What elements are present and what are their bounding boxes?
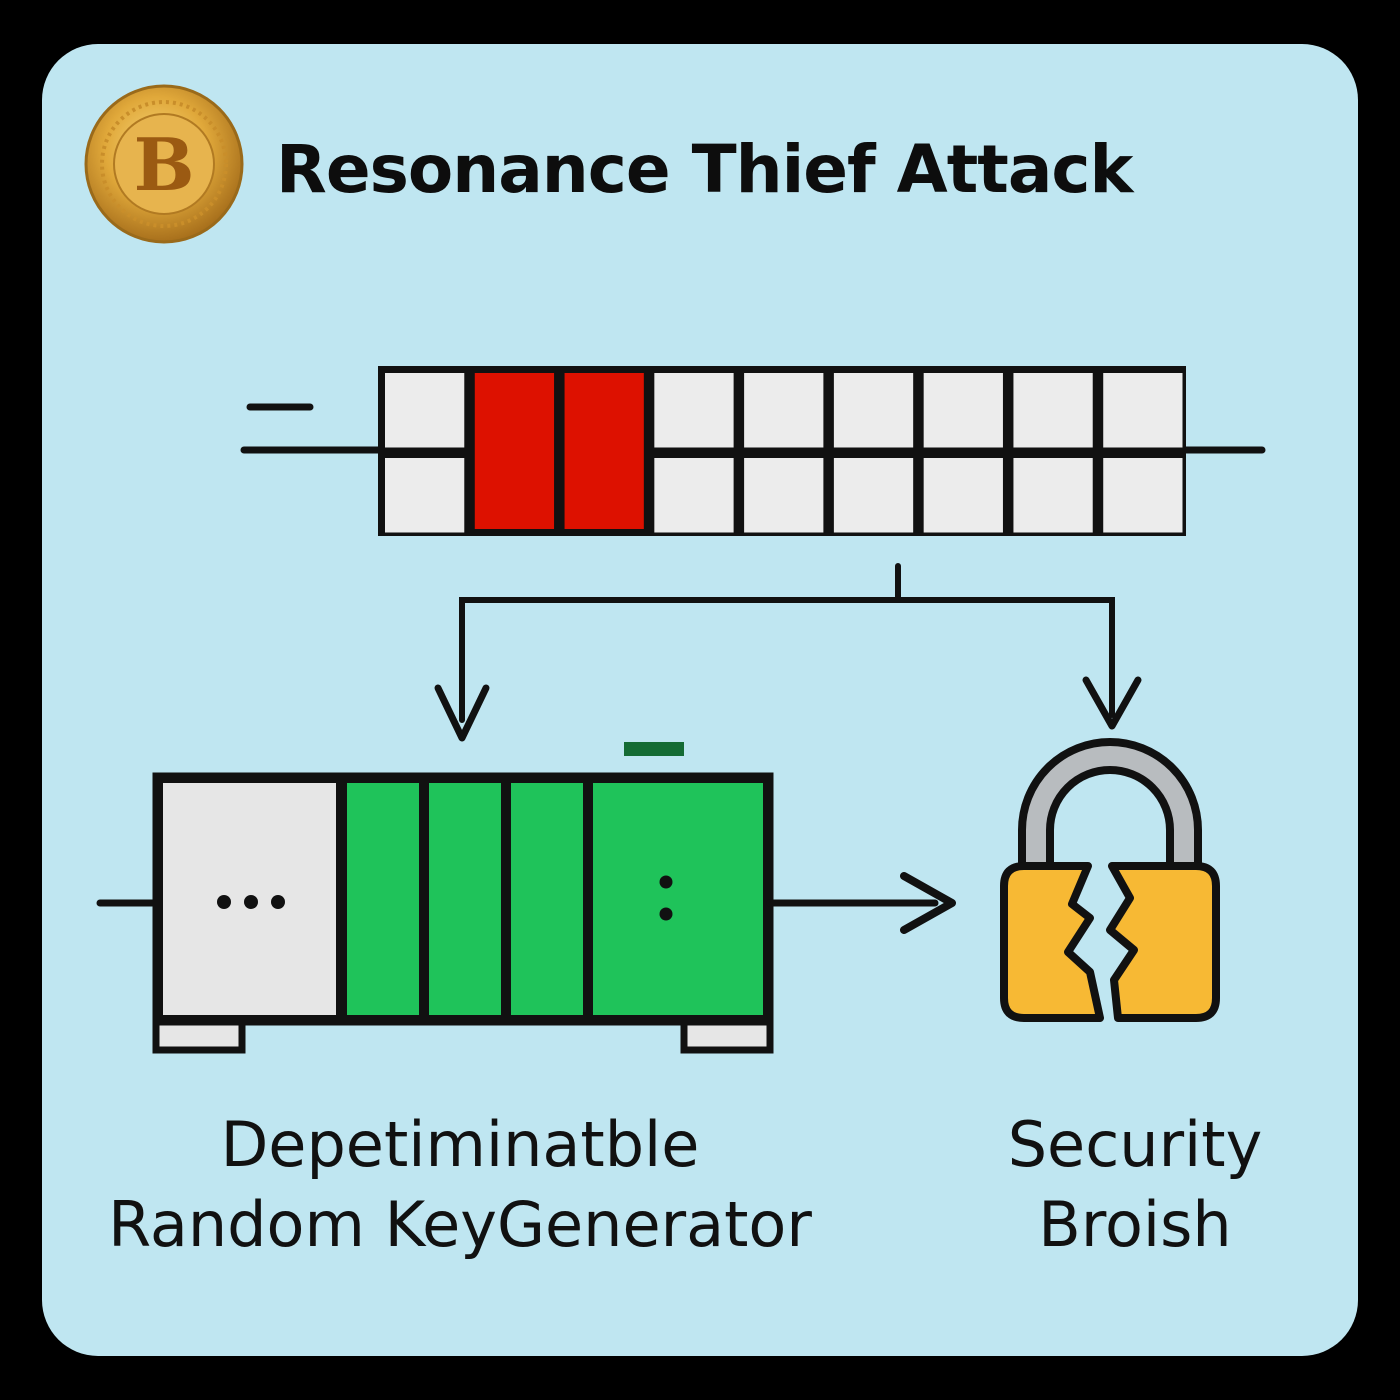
key-array: [378, 366, 1186, 536]
key-cell: [833, 458, 914, 533]
key-cell: [385, 458, 465, 533]
ellipsis-icon: [217, 895, 285, 909]
page-title: Resonance Thief Attack: [276, 131, 1133, 208]
lock-body-right-half: [1106, 862, 1220, 1022]
security-caption: Security Broish: [975, 1105, 1295, 1265]
key-cell-highlighted: [474, 373, 555, 529]
bitcoin-coin-icon: B: [84, 84, 244, 244]
generator-caption-line-2: Random KeyGenerator: [108, 1188, 812, 1261]
colon-dots-icon: [659, 875, 673, 921]
arrow-to-generator-icon: [434, 684, 490, 742]
key-generator-machine: [96, 742, 774, 1054]
generator-slot-2: [429, 783, 501, 1015]
diagram-card: [42, 44, 1358, 1356]
key-cell: [923, 458, 1003, 533]
key-cell: [385, 373, 465, 448]
generator-indicator-bar: [624, 742, 684, 756]
key-cell: [744, 373, 824, 448]
broken-lock-icon: [1000, 738, 1220, 1022]
generator-slot-1: [347, 783, 419, 1015]
bitcoin-glyph: B: [134, 122, 195, 207]
branch-connector: [459, 563, 1115, 723]
arrow-to-lock-icon: [1082, 676, 1142, 730]
key-cell: [1103, 458, 1183, 533]
key-cell: [833, 373, 914, 448]
key-cell: [744, 458, 824, 533]
key-array-input-lines: [240, 403, 1266, 454]
generator-slot-3: [511, 783, 583, 1015]
security-caption-line-2: Broish: [1038, 1188, 1232, 1261]
generator-caption-line-1: Depetiminatble: [220, 1108, 700, 1181]
key-cell: [654, 373, 734, 448]
security-caption-line-1: Security: [1007, 1108, 1263, 1181]
arrow-right-icon: [900, 872, 956, 934]
key-cell: [1013, 373, 1093, 448]
generator-caption: Depetiminatble Random KeyGenerator: [80, 1105, 840, 1265]
key-cell: [923, 373, 1003, 448]
arrow-generator-to-lock: [766, 872, 956, 934]
generator-slot-4: [593, 783, 763, 1015]
key-cell: [1103, 373, 1183, 448]
key-cell: [1013, 458, 1093, 533]
key-cell: [654, 458, 734, 533]
lock-body-left-half: [1000, 862, 1104, 1022]
key-cell-highlighted: [564, 373, 644, 529]
